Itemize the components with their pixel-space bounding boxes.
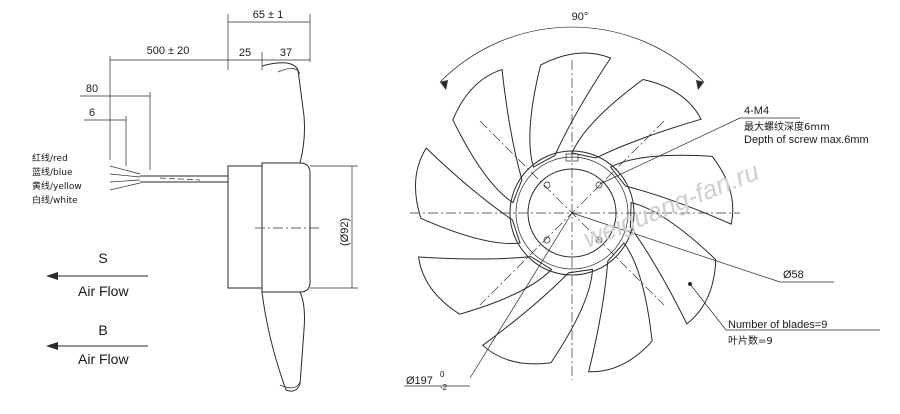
screw-leader (599, 117, 741, 185)
cable-center (159, 177, 201, 181)
airflow-b-arrow-icon (46, 342, 58, 350)
airflow-legend: S Air Flow B Air Flow (46, 250, 148, 367)
airflow-b-text: Air Flow (78, 351, 129, 367)
dim-6-label: 6 (89, 107, 95, 119)
blades-cn: 叶片数=9 (728, 334, 773, 347)
screw-hole-4 (595, 236, 603, 244)
dim-80-label: 80 (86, 83, 98, 95)
blade-count-leader (689, 283, 727, 331)
screw-label: 4-M4 (744, 105, 769, 117)
dim-500-label: 500 ± 20 (147, 45, 190, 57)
screw-hole-2 (595, 181, 603, 189)
airflow-s-label: S (98, 250, 107, 266)
motor-cup (261, 162, 311, 293)
side-view: 65 ± 1 25 37 500 ± 20 80 6 (Ø92) 红线/red … (32, 9, 358, 392)
fan-blade (609, 154, 734, 225)
wire-label-blue: 蓝线/blue (32, 166, 73, 178)
airflow-s-text: Air Flow (78, 283, 129, 299)
fan-blade (571, 78, 702, 159)
front-view: 90° 4-M4 最大螺纹深度6mm Depth of screw max.6m… (404, 11, 880, 392)
angle-label: 90° (572, 11, 589, 23)
blade-profile-bottom (261, 291, 305, 392)
dim-25-label: 25 (239, 47, 251, 59)
angle-arrow-left-icon (440, 80, 448, 90)
fan-blade (481, 268, 594, 365)
screw-hole-1 (543, 181, 551, 189)
airflow-s-arrow-icon (46, 272, 58, 280)
angle-arc (439, 26, 705, 83)
blade-profile-top (261, 62, 305, 164)
screw-hole-3 (543, 236, 551, 244)
blades-en: Number of blades=9 (728, 319, 827, 331)
dim-92-label: (Ø92) (339, 218, 351, 246)
fan-blade (418, 256, 553, 315)
dim-65-label: 65 ± 1 (253, 9, 284, 21)
wire-end-4 (109, 182, 141, 191)
airflow-b-label: B (98, 322, 107, 338)
wire-label-white: 白线/white (32, 194, 78, 206)
wire-label-yellow: 黄线/yellow (32, 180, 82, 192)
dia197-leader (469, 212, 573, 379)
angle-arrow-right-icon (696, 80, 704, 90)
dim-37-label: 37 (280, 47, 292, 59)
fan-blade (629, 201, 717, 325)
blade-edge-top (277, 68, 301, 75)
blade-edge-bottom (279, 381, 301, 389)
fan-blade (452, 68, 523, 204)
blade-group (415, 52, 734, 373)
dia197-tol-lower: -2 (440, 383, 448, 392)
wire-label-red: 红线/red (32, 152, 68, 164)
dia58-label: Ø58 (783, 269, 804, 281)
fan-blade (415, 147, 521, 244)
screw-depth-en: Depth of screw max.6mm (744, 134, 869, 146)
wire-end-3 (109, 179, 141, 183)
fan-blade (588, 242, 653, 373)
wire-end-2 (109, 173, 141, 178)
dia197-tol-upper: 0 (440, 370, 445, 379)
wire-end-1 (109, 165, 141, 175)
screw-depth-cn: 最大螺纹深度6mm (744, 120, 830, 133)
motor-body (227, 165, 263, 289)
dia197-label: Ø197 (406, 375, 433, 387)
dia58-leader (571, 212, 781, 283)
fan-blade (529, 52, 612, 168)
